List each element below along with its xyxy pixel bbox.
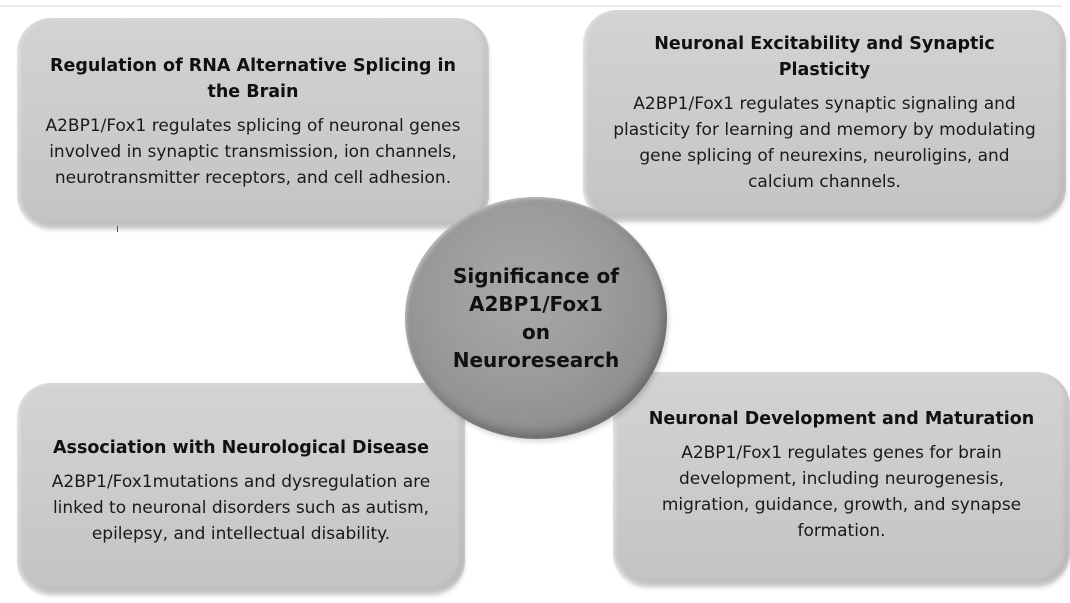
box-body: A2BP1/Fox1 regulates splicing of neurona… <box>45 115 461 188</box>
box-title: Association with Neurological Disease <box>53 438 429 458</box>
stray-tick-mark <box>117 226 118 232</box>
box-body: A2BP1/Fox1 regulates genes for brain dev… <box>661 442 1022 541</box>
box-title: Regulation of RNA Alternative Splicing i… <box>49 55 456 102</box>
box-development-maturation: Neuronal Development and Maturation A2BP… <box>613 372 1070 587</box>
box-body: A2BP1/Fox1mutations and dysregulation ar… <box>51 472 431 544</box>
box-neurological-disease: Association with Neurological Disease A2… <box>17 383 465 595</box>
central-hub-circle: Significance of A2BP1/Fox1 on Neuroresea… <box>405 197 667 439</box>
hub-title: Significance of A2BP1/Fox1 on Neuroresea… <box>452 264 620 372</box>
box-body: A2BP1/Fox1 regulates synaptic signaling … <box>613 94 1036 192</box>
top-divider-line <box>0 5 1062 7</box>
box-rna-alternative-splicing: Regulation of RNA Alternative Splicing i… <box>17 18 489 229</box>
box-title: Neuronal Excitability and Synaptic Plast… <box>654 34 995 80</box>
box-excitability-plasticity: Neuronal Excitability and Synaptic Plast… <box>583 10 1066 222</box>
box-title: Neuronal Development and Maturation <box>648 408 1035 429</box>
